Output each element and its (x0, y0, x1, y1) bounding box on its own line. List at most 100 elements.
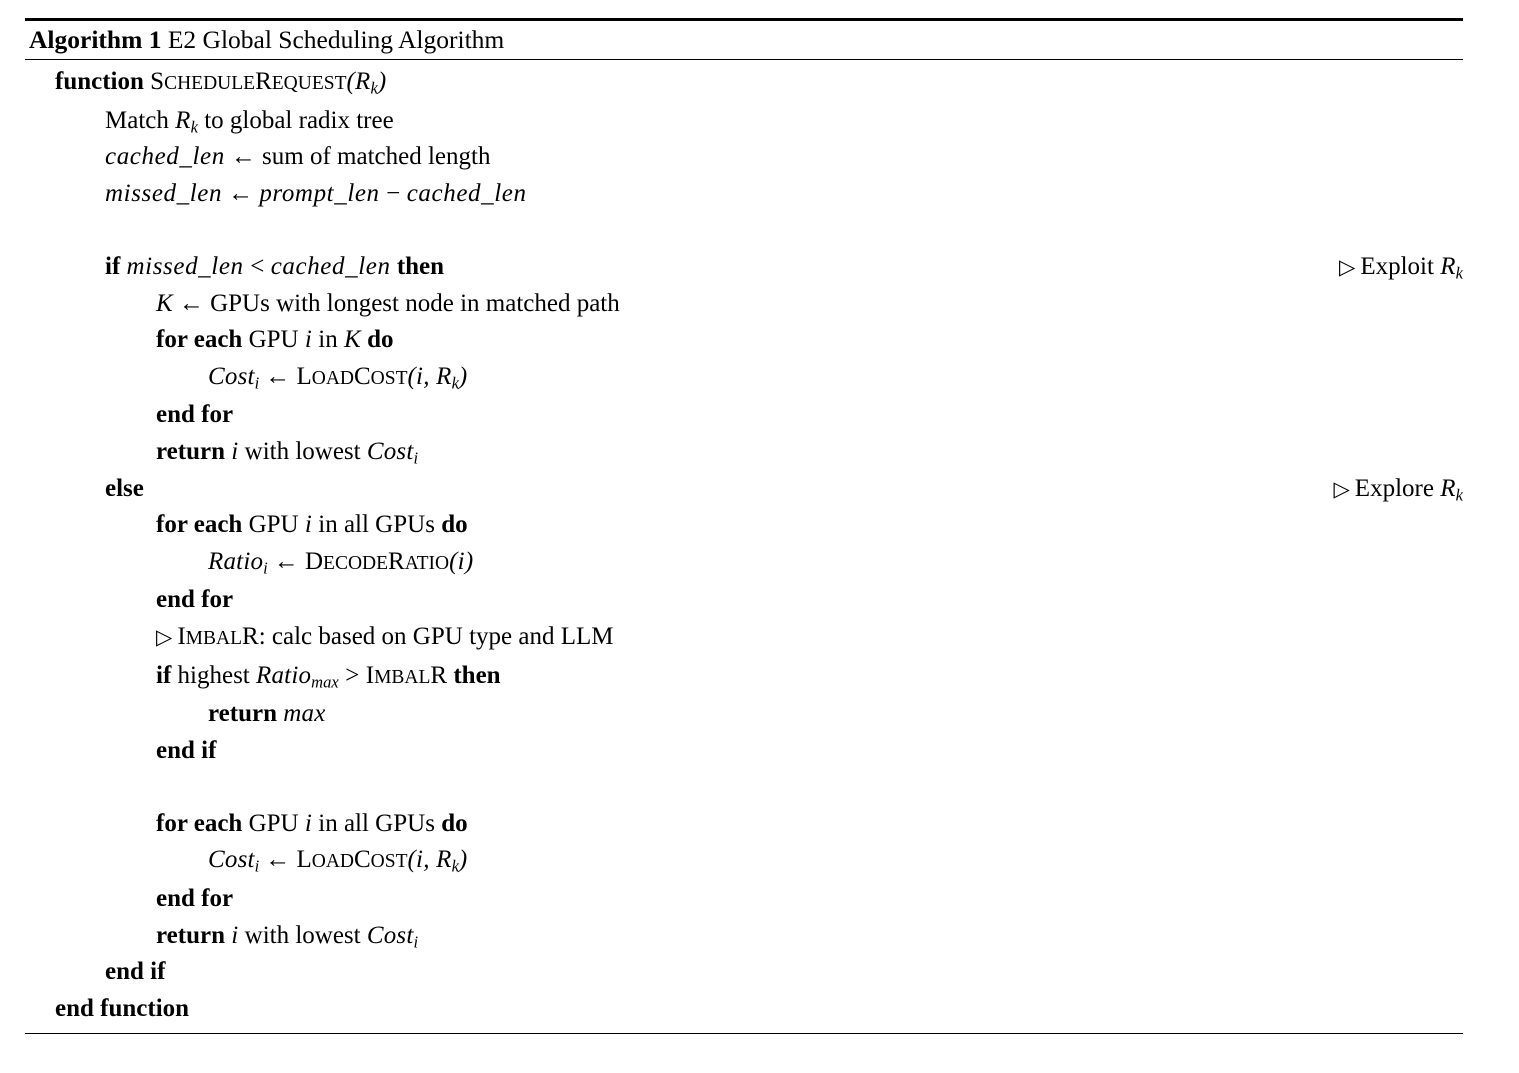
var-cost-i: Costi (208, 846, 260, 877)
line-return-lowest-cost: return i with lowest Costi (25, 918, 1463, 955)
keyword-else: else (105, 474, 144, 502)
var-index-i: i (304, 809, 312, 837)
keyword-for-each: for each (156, 326, 243, 354)
text-in-all-gpus: in all GPUs (318, 809, 435, 837)
var-index-i: i (416, 362, 424, 390)
text-in: in (318, 326, 338, 354)
var-cost-i: Costi (366, 921, 419, 952)
text-match: Match (105, 106, 169, 134)
bottom-rule (25, 1033, 1463, 1035)
line-for-each-gpu-all: for each GPU i in all GPUs do (25, 806, 1463, 843)
var-index-i: i (304, 511, 312, 539)
keyword-end-if: end if (156, 736, 217, 764)
text-highest: highest (177, 661, 250, 689)
line-cached-len-assign: cached_len←sum of matched length (25, 139, 1463, 176)
line-cost-assign-loadcost: Costi←LOADCOST(i, Rk) (25, 359, 1463, 398)
line-for-each-gpu-all: for each GPU i in all GPUs do (25, 507, 1463, 544)
paren-close: ) (458, 362, 468, 390)
proc-name-load-cost: LOADCOST (296, 362, 408, 390)
var-cached-len: cached_len (270, 252, 391, 280)
line-comment-imbalr: ▷IMBALR: calc based on GPU type and LLM (25, 619, 1463, 658)
const-name-imbalr: IMBALR (177, 622, 259, 650)
text-sum-of-matched-length: sum of matched length (262, 143, 491, 171)
keyword-return: return (208, 700, 277, 728)
line-blank (25, 769, 1463, 806)
text-gpu: GPU (248, 511, 299, 539)
line-for-each-gpu-in-k: for each GPU i in K do (25, 322, 1463, 359)
line-return-max: return max (25, 696, 1463, 733)
keyword-end-for: end for (156, 885, 234, 913)
text-to-global-radix-tree: to global radix tree (204, 106, 394, 134)
var-request-k: Rk (1440, 474, 1463, 505)
keyword-return: return (156, 921, 225, 949)
line-else: else ▷Explore Rk (25, 471, 1463, 508)
var-prompt-len: prompt_len (259, 179, 380, 207)
line-end-if: end if (25, 733, 1463, 770)
paren-open: ( (407, 846, 417, 874)
var-index-i: i (416, 846, 424, 874)
assign-arrow-icon: ← (265, 362, 291, 390)
minus-operator: − (384, 179, 402, 207)
var-ratio-i: Ratioi (208, 547, 268, 578)
var-request-k: Rk (436, 846, 459, 877)
paren-open: ( (449, 547, 458, 575)
less-than-operator: < (248, 252, 266, 280)
var-index-i: i (304, 326, 312, 354)
keyword-do: do (367, 326, 394, 354)
keyword-do: do (441, 511, 468, 539)
text-with-lowest: with lowest (244, 437, 361, 465)
keyword-if: if (156, 661, 172, 689)
assign-arrow-icon: ← (265, 846, 291, 874)
triangle-right-icon: ▷ (1333, 476, 1350, 501)
triangle-right-icon: ▷ (156, 624, 173, 649)
algorithm-label: Algorithm 1 (29, 25, 162, 54)
line-ratio-assign-decoderatio: Ratioi←DECODERATIO(i) (25, 544, 1463, 583)
keyword-end-function: end function (55, 994, 190, 1022)
line-if-ratio-gt-imbalr: if highest Ratiomax>IMBALR then (25, 658, 1463, 697)
var-cached-len: cached_len (406, 179, 527, 207)
assign-arrow-icon: ← (273, 547, 299, 575)
paren-open: ( (346, 68, 356, 95)
keyword-if: if (105, 252, 121, 280)
var-k-set: K (156, 289, 173, 317)
var-missed-len: missed_len (126, 252, 244, 280)
keyword-end-for: end for (156, 586, 234, 614)
side-comment-exploit: ▷Exploit Rk (1339, 249, 1463, 286)
line-end-for: end for (25, 582, 1463, 619)
keyword-for-each: for each (156, 511, 243, 539)
line-end-for: end for (25, 397, 1463, 434)
line-if-missed-lt-cached: if missed_len<cached_len then ▷Exploit R… (25, 249, 1463, 286)
line-end-function: end function (25, 991, 1463, 1028)
keyword-function: function (55, 68, 144, 95)
proc-name-load-cost: LOADCOST (296, 846, 408, 874)
var-request-k: Rk (1440, 252, 1463, 283)
var-cost-i: Costi (366, 437, 419, 468)
var-index-i: i (231, 437, 239, 465)
algorithm-title: E2 Global Scheduling Algorithm (167, 25, 505, 54)
keyword-for-each: for each (156, 809, 243, 837)
comment-text-exploit: Exploit (1360, 252, 1434, 280)
greater-than-operator: > (343, 661, 361, 689)
paren-close: ) (458, 846, 468, 874)
proc-name-decode-ratio: DECODERATIO (304, 547, 450, 575)
const-name-imbalr: IMBALR (365, 661, 448, 689)
line-match-radix-tree: Match Rk to global radix tree (25, 103, 1463, 140)
var-request-k: Rk (175, 106, 198, 137)
algorithm-body: function SCHEDULEREQUEST(Rk) Match Rk to… (25, 60, 1463, 1033)
assign-arrow-icon: ← (230, 143, 257, 171)
keyword-then: then (453, 661, 501, 689)
paren-close: ) (464, 547, 474, 575)
comma: , (423, 846, 437, 874)
var-missed-len: missed_len (105, 179, 223, 207)
keyword-end-if: end if (105, 958, 166, 986)
text-gpus-longest-node: GPUs with longest node in matched path (210, 289, 620, 317)
line-blank (25, 212, 1463, 249)
line-function-header: function SCHEDULEREQUEST(Rk) (25, 64, 1463, 103)
comma: , (423, 362, 437, 390)
keyword-do: do (441, 809, 468, 837)
comment-text-explore: Explore (1354, 474, 1434, 502)
keyword-end-for: end for (156, 401, 234, 429)
side-comment-explore: ▷Explore Rk (1333, 471, 1463, 508)
text-gpu: GPU (248, 809, 299, 837)
var-request-k: Rk (355, 68, 378, 98)
